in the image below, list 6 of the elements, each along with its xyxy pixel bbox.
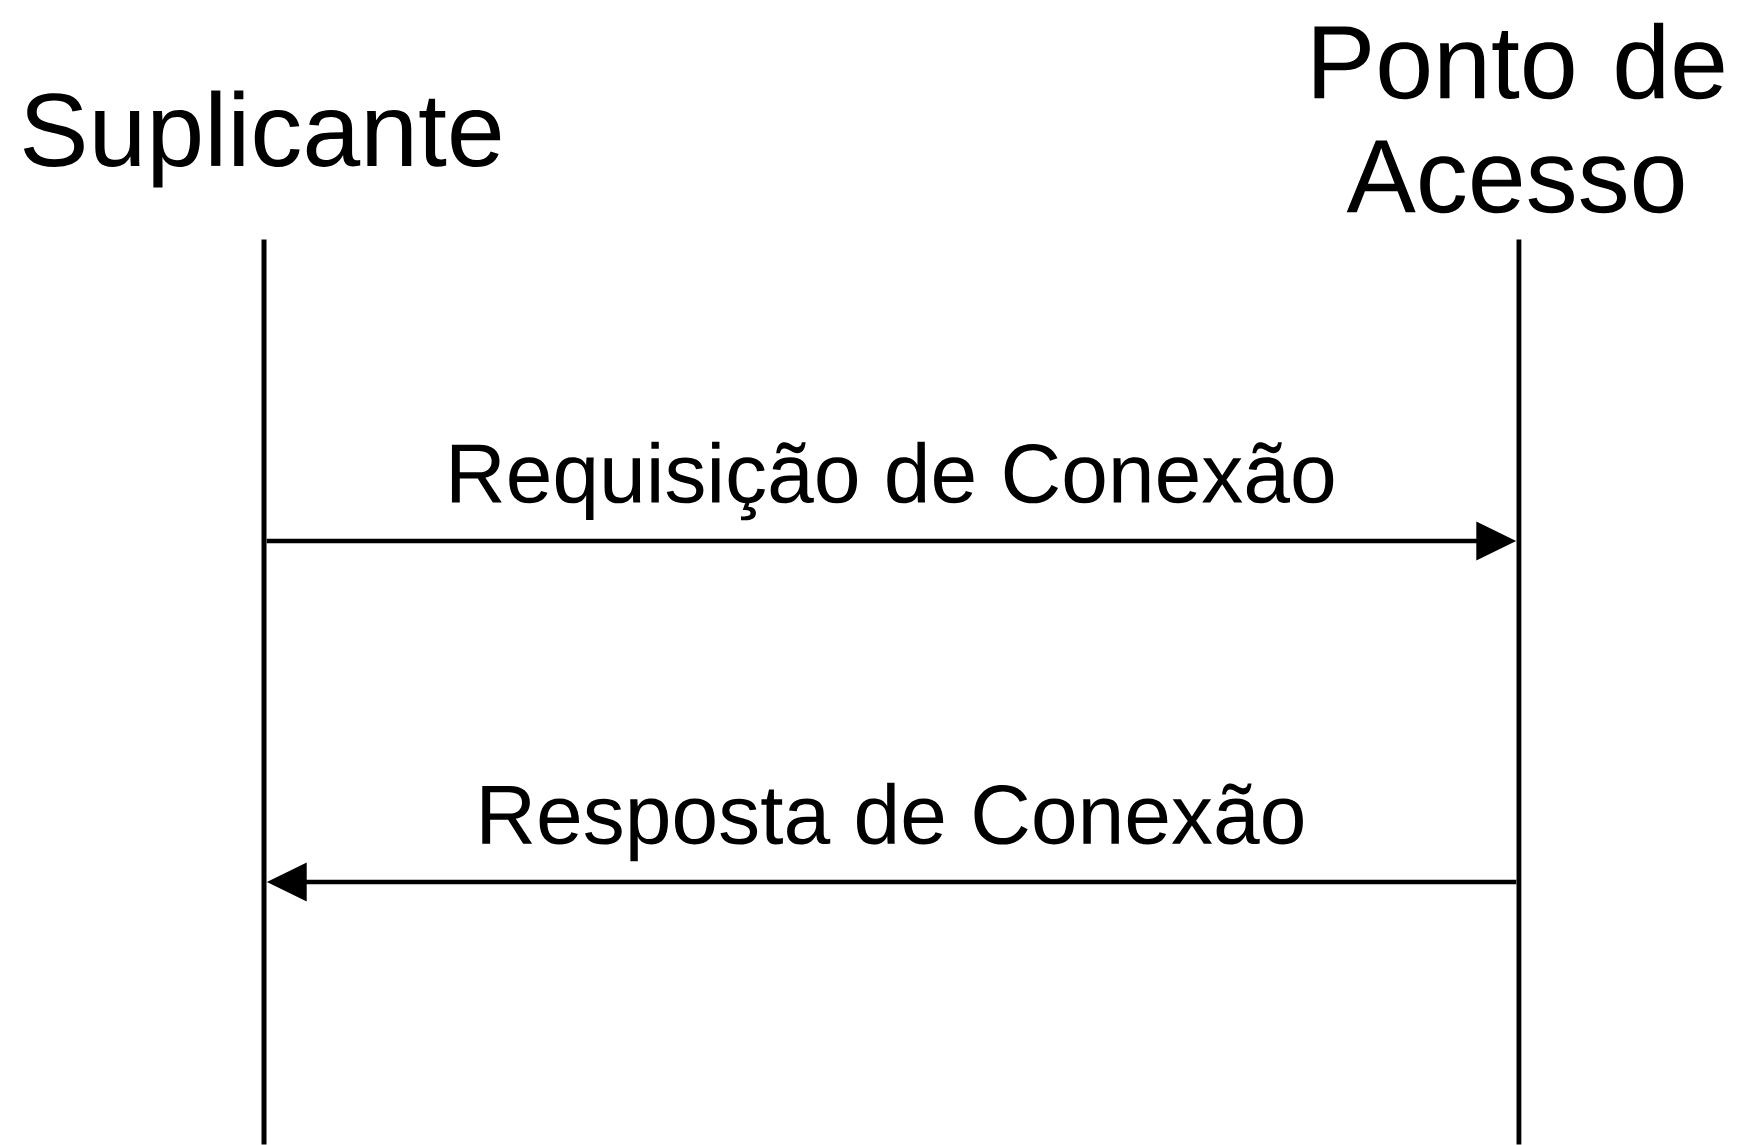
edge-label: Resposta de Conexão <box>482 782 1303 862</box>
edge-label: Requisição de Conexão <box>451 441 1334 521</box>
participant-label: Ponto de Acesso <box>1314 22 1724 214</box>
lifeline <box>1516 239 1522 1145</box>
lifeline <box>261 239 267 1145</box>
participant-label: Suplicante <box>23 90 501 188</box>
